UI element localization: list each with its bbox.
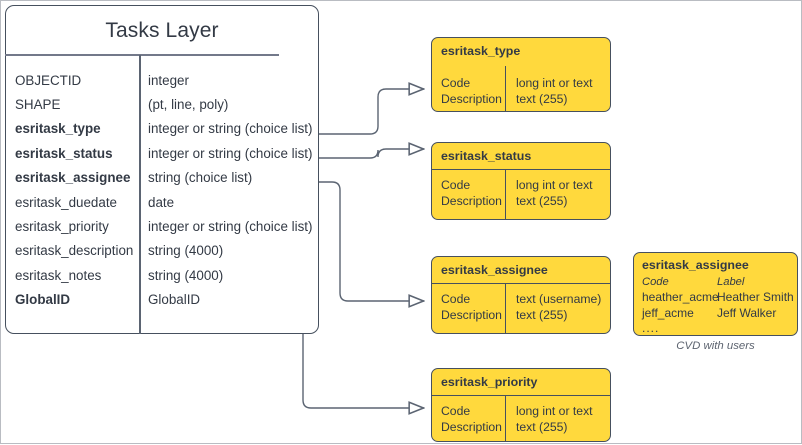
field-name: esritask_assignee xyxy=(15,170,131,186)
field-type: integer or string (choice list) xyxy=(148,219,313,235)
entity-title: Tasks Layer xyxy=(105,18,219,42)
connector-assignee xyxy=(319,181,424,301)
cvd-header-label: Label xyxy=(717,276,745,288)
field-type: string (4000) xyxy=(148,267,224,283)
list-item[interactable]: heather_acme Heather Smith xyxy=(642,290,794,305)
domain-type-values: long int or text text (255) xyxy=(516,76,593,107)
domain-type-values: long int or text text (255) xyxy=(516,404,593,435)
cvd-value-table: Code Label heather_acme Heather Smith je… xyxy=(642,275,794,321)
field-name: esritask_status xyxy=(15,145,113,161)
domain-code-label: Code xyxy=(441,178,471,192)
domain-code-type: long int or text xyxy=(516,404,593,418)
domain-code-labels: Code Description xyxy=(441,178,502,209)
field-type: string (4000) xyxy=(148,243,224,259)
cvd-caption: CVD with users xyxy=(676,340,755,352)
domain-title: esritask_assignee xyxy=(441,263,548,277)
domain-box-esritask-priority[interactable]: esritask_priority Code Description long … xyxy=(431,368,611,442)
field-type: (pt, line, poly) xyxy=(148,97,229,113)
entity-title-divider xyxy=(5,54,279,56)
table-row[interactable]: esritask_priority integer or string (cho… xyxy=(6,214,318,238)
domain-code-labels: Code Description xyxy=(441,404,502,435)
entity-tasks-layer[interactable]: Tasks Layer OBJECTID integer SHAPE (pt, … xyxy=(5,5,319,334)
field-name: esritask_duedate xyxy=(15,194,117,210)
domain-code-labels: Code Description xyxy=(441,292,502,323)
domain-title: esritask_type xyxy=(441,44,521,58)
connector-type xyxy=(319,89,424,135)
table-row[interactable]: esritask_description string (4000) xyxy=(6,239,318,263)
domain-box-esritask-assignee[interactable]: esritask_assignee Code Description text … xyxy=(431,256,611,334)
table-row[interactable]: esritask_status integer or string (choic… xyxy=(6,141,318,165)
table-row[interactable]: esritask_assignee string (choice list) xyxy=(6,166,318,190)
domain-description-type: text (255) xyxy=(516,193,568,208)
domain-box-cvd-assignee[interactable]: esritask_assignee Code Label heather_acm… xyxy=(633,252,798,336)
domain-code-type: text (username) xyxy=(516,292,602,306)
field-type: GlobalID xyxy=(148,292,201,308)
domain-code-type: long int or text xyxy=(516,76,593,90)
connector-status xyxy=(319,149,424,159)
domain-type-values: long int or text text (255) xyxy=(516,178,593,209)
domain-title: esritask_status xyxy=(441,149,532,163)
field-name: esritask_notes xyxy=(15,267,102,283)
cvd-ellipsis: .... xyxy=(642,321,660,335)
field-name: GlobalID xyxy=(15,292,71,308)
domain-column-divider xyxy=(505,283,507,333)
domain-description-label: Description xyxy=(441,193,502,208)
domain-box-esritask-type[interactable]: esritask_type Code Description long int … xyxy=(431,37,611,112)
field-name: esritask_description xyxy=(15,243,134,259)
entity-column-divider xyxy=(139,55,141,334)
domain-header-divider xyxy=(432,283,610,285)
domain-code-label: Code xyxy=(441,76,471,90)
domain-column-divider xyxy=(505,169,507,219)
cvd-code: jeff_acme xyxy=(642,305,694,320)
table-row[interactable]: esritask_type integer or string (choice … xyxy=(6,117,318,141)
domain-description-type: text (255) xyxy=(516,91,568,106)
connector-priority xyxy=(302,205,424,408)
domain-code-label: Code xyxy=(441,404,471,418)
cvd-label: Jeff Walker xyxy=(717,305,777,320)
cvd-header-row: Code Label xyxy=(642,275,791,290)
domain-code-label: Code xyxy=(441,292,471,306)
domain-box-esritask-status[interactable]: esritask_status Code Description long in… xyxy=(431,142,611,220)
cvd-label: Heather Smith xyxy=(717,290,794,305)
field-name: OBJECTID xyxy=(15,72,82,88)
field-name: esritask_type xyxy=(15,121,101,137)
cvd-code: heather_acme xyxy=(642,290,719,305)
list-item[interactable]: jeff_acme Jeff Walker xyxy=(642,306,791,321)
table-row[interactable]: SHAPE (pt, line, poly) xyxy=(6,92,318,116)
domain-title: esritask_priority xyxy=(441,375,538,389)
domain-description-label: Description xyxy=(441,91,502,106)
table-row[interactable]: GlobalID GlobalID xyxy=(6,288,318,312)
domain-type-values: text (username) text (255) xyxy=(516,292,601,323)
field-name: esritask_priority xyxy=(15,219,109,235)
domain-description-type: text (255) xyxy=(516,419,568,434)
field-type: date xyxy=(148,194,175,210)
table-row[interactable]: esritask_notes string (4000) xyxy=(6,263,318,287)
domain-header-divider xyxy=(432,395,610,397)
domain-description-label: Description xyxy=(441,307,502,322)
field-name: SHAPE xyxy=(15,97,61,113)
domain-code-type: long int or text xyxy=(516,178,593,192)
entity-field-list: OBJECTID integer SHAPE (pt, line, poly) … xyxy=(6,68,318,312)
cvd-header-code: Code xyxy=(642,276,669,288)
table-row[interactable]: OBJECTID integer xyxy=(6,68,318,92)
domain-header-divider xyxy=(432,169,610,171)
field-type: string (choice list) xyxy=(148,170,253,186)
field-type: integer or string (choice list) xyxy=(148,145,313,161)
domain-description-type: text (255) xyxy=(516,307,568,322)
domain-column-divider xyxy=(505,66,507,111)
field-type: integer xyxy=(148,72,189,88)
table-row[interactable]: esritask_duedate date xyxy=(6,190,318,214)
field-type: integer or string (choice list) xyxy=(148,121,313,137)
cvd-title: esritask_assignee xyxy=(642,258,749,272)
domain-column-divider xyxy=(505,395,507,441)
domain-description-label: Description xyxy=(441,419,502,434)
domain-code-labels: Code Description xyxy=(441,76,502,107)
